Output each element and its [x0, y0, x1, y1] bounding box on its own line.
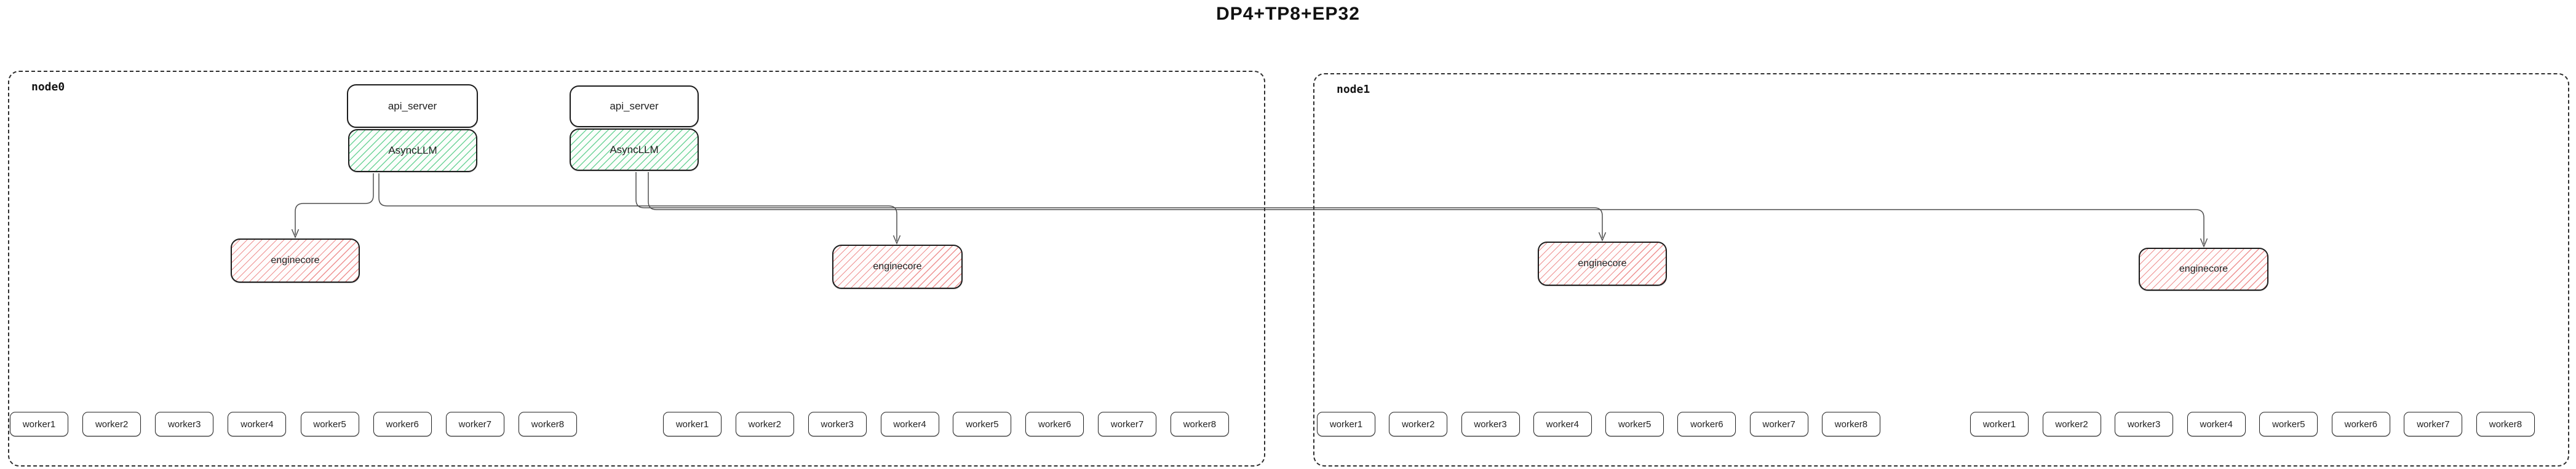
worker-box: worker3 — [155, 412, 214, 436]
worker-box: worker1 — [1317, 412, 1375, 436]
worker-box: worker7 — [1098, 412, 1157, 436]
worker-box: worker8 — [518, 412, 577, 436]
worker-box: worker8 — [1821, 412, 1880, 436]
worker-box: worker6 — [1025, 412, 1084, 436]
worker-box: worker3 — [1461, 412, 1520, 436]
api-server-box-1: api_server — [347, 84, 478, 128]
enginecore-box-4: enginecore — [2139, 248, 2268, 291]
worker-group-node0-b: worker1 worker2 worker3 worker4 worker5 worke… — [663, 412, 1229, 436]
enginecore-box-3: enginecore — [1538, 242, 1667, 286]
worker-box: worker4 — [880, 412, 939, 436]
api-server-box-2: api_server — [570, 85, 699, 127]
worker-box: worker6 — [2331, 412, 2390, 436]
worker-box: worker7 — [445, 412, 504, 436]
worker-group-node0-a: worker1 worker2 worker3 worker4 worker5 worke… — [10, 412, 577, 436]
worker-group-node1-b: worker1 worker2 worker3 worker4 worker5 worke… — [1970, 412, 2535, 436]
worker-box: worker1 — [1970, 412, 2029, 436]
enginecore-box-1: enginecore — [231, 238, 360, 283]
worker-box: worker3 — [2115, 412, 2174, 436]
worker-box: worker6 — [1677, 412, 1736, 436]
asyncllm-box-1: AsyncLLM — [348, 129, 477, 172]
worker-box: worker6 — [373, 412, 432, 436]
worker-group-node1-a: worker1 worker2 worker3 worker4 worker5 worke… — [1317, 412, 1880, 436]
worker-box: worker5 — [2259, 412, 2318, 436]
worker-box: worker5 — [953, 412, 1012, 436]
node1-label: node1 — [1337, 83, 1370, 96]
worker-box: worker2 — [735, 412, 794, 436]
node0-label: node0 — [31, 81, 65, 93]
node1-container: node1 — [1313, 73, 2569, 467]
enginecore-box-2: enginecore — [832, 245, 963, 289]
worker-box: worker7 — [2404, 412, 2463, 436]
worker-box: worker2 — [2042, 412, 2101, 436]
worker-box: worker8 — [1170, 412, 1229, 436]
worker-box: worker1 — [663, 412, 722, 436]
worker-box: worker4 — [228, 412, 287, 436]
worker-box: worker4 — [1533, 412, 1592, 436]
worker-box: worker2 — [1389, 412, 1448, 436]
worker-box: worker3 — [808, 412, 867, 436]
worker-box: worker5 — [300, 412, 359, 436]
worker-box: worker4 — [2187, 412, 2246, 436]
diagram-title: DP4+TP8+EP32 — [1216, 4, 1360, 24]
worker-box: worker2 — [82, 412, 141, 436]
asyncllm-box-2: AsyncLLM — [570, 128, 699, 171]
worker-box: worker7 — [1749, 412, 1808, 436]
node0-container: node0 — [8, 71, 1265, 467]
worker-box: worker8 — [2476, 412, 2535, 436]
worker-box: worker1 — [10, 412, 68, 436]
worker-box: worker5 — [1605, 412, 1664, 436]
